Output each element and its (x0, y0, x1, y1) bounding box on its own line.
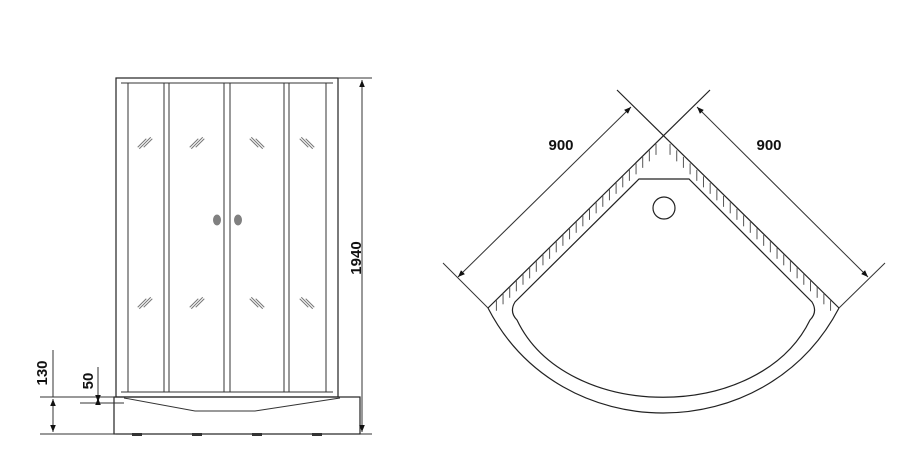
right-width-label: 900 (756, 137, 781, 154)
glare-mark (250, 136, 264, 150)
step-height-label: 50 (80, 373, 97, 390)
cabin-frame (115, 77, 339, 398)
tray-apron (123, 397, 341, 412)
glare-mark (143, 298, 153, 308)
glare-mark (300, 136, 314, 150)
glare-mark (305, 138, 315, 148)
glare-mark (255, 138, 265, 148)
left-width-dimension-line (457, 106, 632, 278)
tray-feet (132, 433, 322, 436)
extension-line (838, 262, 886, 309)
glare-mark (250, 296, 264, 310)
glare-mark (249, 298, 259, 308)
glare-mark (300, 296, 314, 310)
right-handle-icon (234, 214, 242, 226)
plan-view: 900 900 (442, 89, 886, 414)
glare-mark (195, 298, 205, 308)
tray-height-label: 130 (34, 360, 51, 385)
wall-hatching (495, 143, 832, 311)
tray-inner-basin (511, 178, 816, 398)
glare-mark (299, 298, 309, 308)
glare-mark (138, 296, 152, 310)
tray-outer-curve (487, 307, 840, 414)
glare-mark (189, 298, 199, 308)
right-width-dimension-line (696, 106, 869, 278)
left-width-label: 900 (548, 137, 573, 154)
glare-mark (305, 298, 315, 308)
glare-mark (190, 296, 204, 310)
glare-mark (190, 136, 204, 150)
extension-line (442, 262, 489, 309)
glare-mark (189, 138, 199, 148)
left-wall-line (487, 89, 711, 309)
glare-mark (138, 136, 152, 150)
drain-icon (652, 196, 676, 220)
glare-mark (195, 138, 205, 148)
height-label: 1940 (348, 241, 365, 274)
front-view: 1940 130 50 (34, 77, 372, 436)
left-handle-icon (213, 214, 221, 226)
glare-mark (143, 138, 153, 148)
glare-mark (299, 138, 309, 148)
glare-mark (137, 138, 147, 148)
glass-glares (137, 136, 315, 310)
glare-mark (255, 298, 265, 308)
right-wall-line (616, 89, 840, 309)
glare-mark (249, 138, 259, 148)
glare-mark (137, 298, 147, 308)
